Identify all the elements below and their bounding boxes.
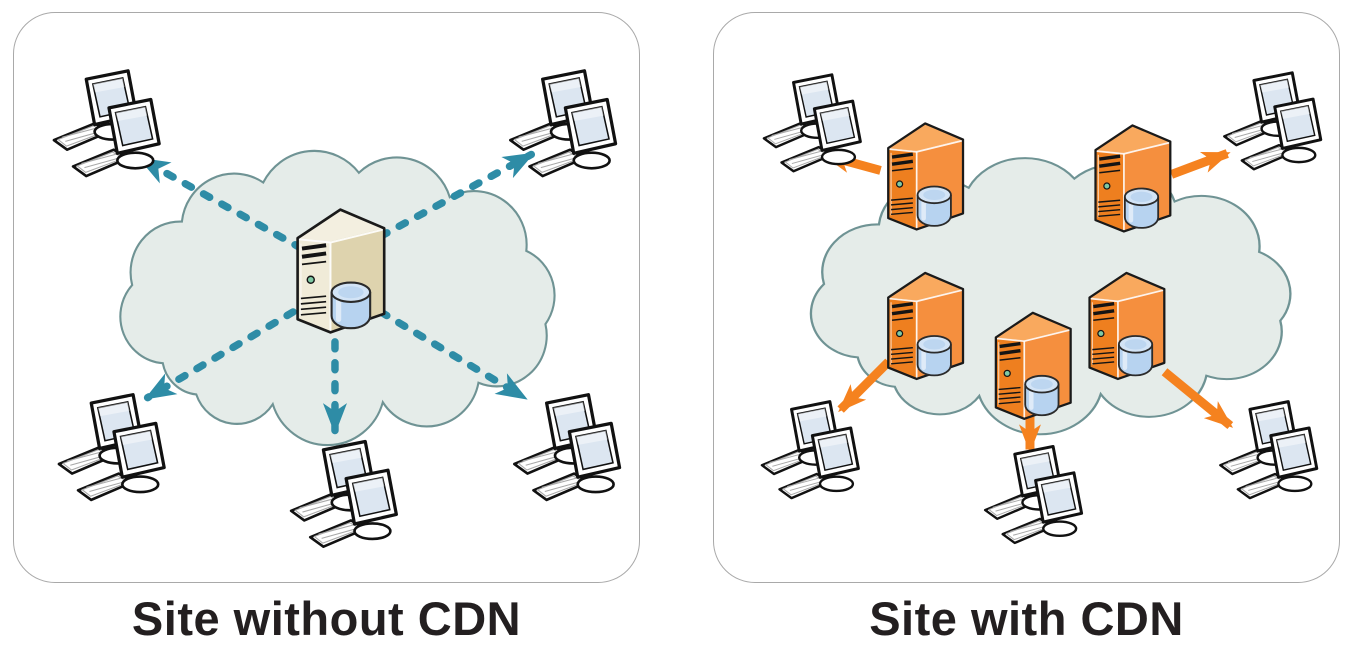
clients-bottom-center-icon xyxy=(291,441,396,546)
clients-top-right-icon xyxy=(1224,73,1320,169)
clients-bottom-right-icon xyxy=(514,395,619,500)
edge-server-bottom-right-icon xyxy=(1090,273,1165,379)
diagram-without-cdn xyxy=(14,13,639,582)
solid-arrow-bottom-right xyxy=(1161,368,1234,430)
diagram-with-cdn xyxy=(714,13,1339,582)
edge-server-bottom-left-icon xyxy=(888,273,963,379)
clients-top-left-icon xyxy=(764,75,860,171)
solid-arrow-top-right xyxy=(1169,149,1231,179)
panel-without-cdn: Site without CDN xyxy=(13,12,640,670)
edge-server-top-right-icon xyxy=(1096,125,1171,231)
panel-frame-without-cdn xyxy=(13,12,640,583)
dashed-request-arrows xyxy=(137,150,536,435)
clients-bottom-center-icon xyxy=(985,446,1081,542)
dashed-arrow-bottom-left xyxy=(143,308,297,402)
caption-without-cdn: Site without CDN xyxy=(131,592,522,645)
edge-server-top-left-icon xyxy=(888,123,963,229)
dashed-arrow-bottom-right xyxy=(377,308,529,402)
panel-frame-with-cdn xyxy=(713,12,1340,583)
solid-arrow-bottom-left xyxy=(837,358,892,413)
clients-top-left-icon xyxy=(54,71,159,176)
clients-bottom-left-icon xyxy=(762,402,858,498)
panel-with-cdn: Site with CDN xyxy=(713,12,1340,670)
clients-bottom-left-icon xyxy=(59,395,164,500)
dashed-arrow-top-left xyxy=(137,155,305,252)
caption-with-cdn: Site with CDN xyxy=(869,592,1184,645)
clients-top-right-icon xyxy=(510,71,615,176)
edge-server-bottom-center-icon xyxy=(996,313,1071,419)
origin-server-icon xyxy=(298,210,385,333)
dashed-arrow-top-right xyxy=(377,150,536,240)
clients-bottom-right-icon xyxy=(1220,402,1316,498)
